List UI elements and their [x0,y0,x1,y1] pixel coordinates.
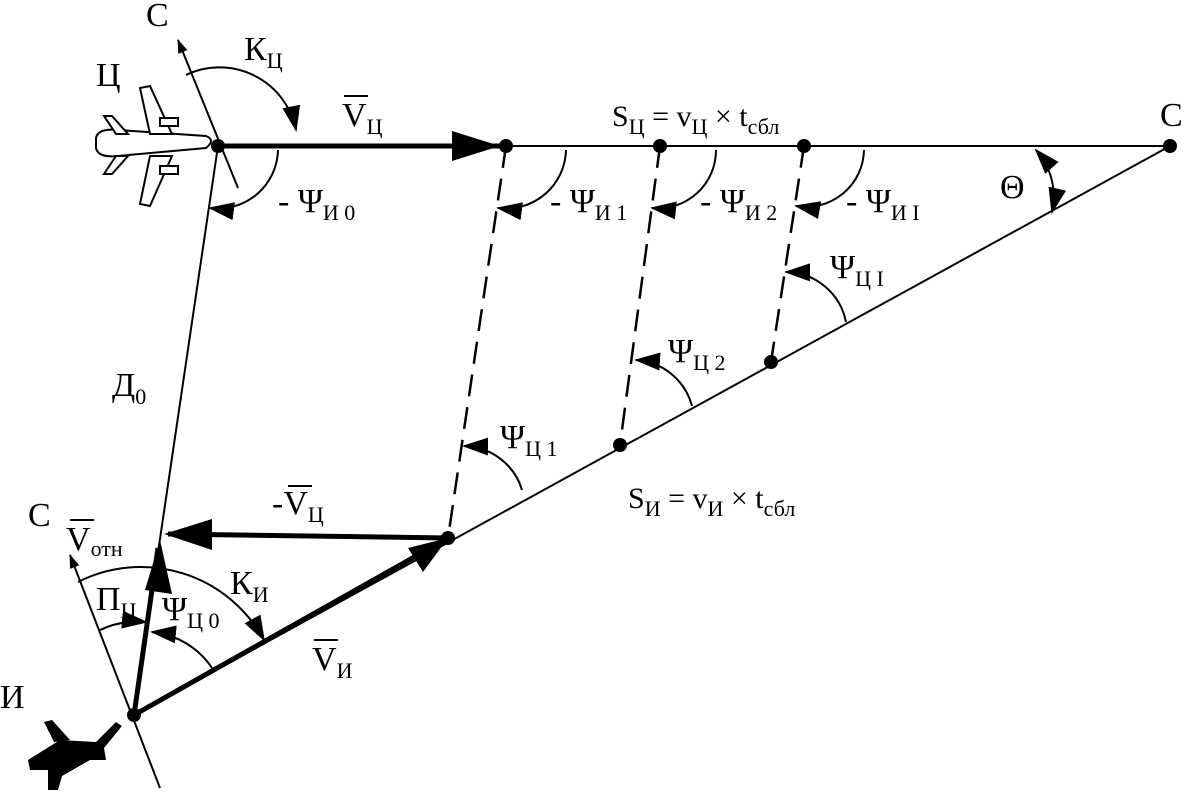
initial-distance-label: Д0 [112,367,146,409]
north-interceptor-label: С [28,497,51,534]
interceptor-name-label: И [0,679,25,716]
psi-c1-arc [462,437,523,491]
minus-target-velocity-label: -VЦ [272,485,324,527]
interceptor-velocity-vector [132,535,450,718]
interceptor-north-line [69,554,161,789]
meeting-point-label: С [1160,97,1183,134]
north-target-label: С [146,0,169,34]
interceptor-velocity-label: VИ [312,641,353,683]
theta-label: Θ [1000,169,1025,206]
course-target-arc [185,66,301,132]
psi-i2-label: - ΨИ 2 [700,183,777,225]
course-target-label: КЦ [244,31,283,73]
target-aircraft-icon [95,84,212,208]
psi-i0-arc [208,149,279,221]
pc-label: ПЦ [96,581,137,623]
psi-c0-label: ΨЦ 0 [162,591,219,633]
bearing-line-2 [618,145,662,446]
course-interceptor-label: КИ [230,565,269,607]
bearing-line-3 [769,145,806,363]
target-point-3 [797,139,811,153]
psi-ci-arc [784,263,847,323]
psi-i1-label: - ΨИ 1 [550,183,627,225]
psi-c1-label: ΨЦ 1 [500,419,557,461]
target-distance-formula: SЦ = vЦ × tсбл [612,100,779,139]
target-north-line [177,39,239,189]
psi-i2-arc [650,149,718,220]
theta-arc [1034,148,1067,214]
minus-target-velocity-vector [167,531,449,541]
interceptor-point-3 [764,355,778,369]
psi-ii-arc [794,149,865,219]
interceptor-distance-formula: SИ = vИ × tсбл [628,482,795,521]
psi-ci-label: ΨЦ I [830,249,884,291]
relative-velocity-label: Vотн [66,521,123,561]
target-point-1 [499,139,513,153]
target-name-label: Ц [96,57,121,94]
psi-i1-arc [496,149,567,221]
interceptor-aircraft-icon [28,720,122,790]
target-point [211,139,225,153]
course-interceptor-arc [77,566,265,642]
relative-velocity-arrowhead [145,540,172,594]
interceptor-point-2 [613,438,627,452]
psi-c2-label: ΨЦ 2 [668,333,725,375]
psi-i0-label: - ΨИ 0 [278,183,355,225]
minus-target-velocity-arrowhead [164,519,212,550]
pc-arc [99,610,148,631]
interceptor-point-1 [441,531,455,545]
meeting-point-dot [1163,139,1177,153]
interceptor-velocity-arrowhead [408,538,448,572]
target-velocity-arrowhead [452,131,500,161]
psi-c2-arc [634,352,693,407]
psi-c0-arc [150,625,213,669]
psi-ii-label: - ΨИ I [846,183,920,225]
bearing-line-1 [446,145,508,539]
target-point-2 [653,139,667,153]
interceptor-point [127,708,141,722]
target-velocity-label: VЦ [342,97,383,139]
